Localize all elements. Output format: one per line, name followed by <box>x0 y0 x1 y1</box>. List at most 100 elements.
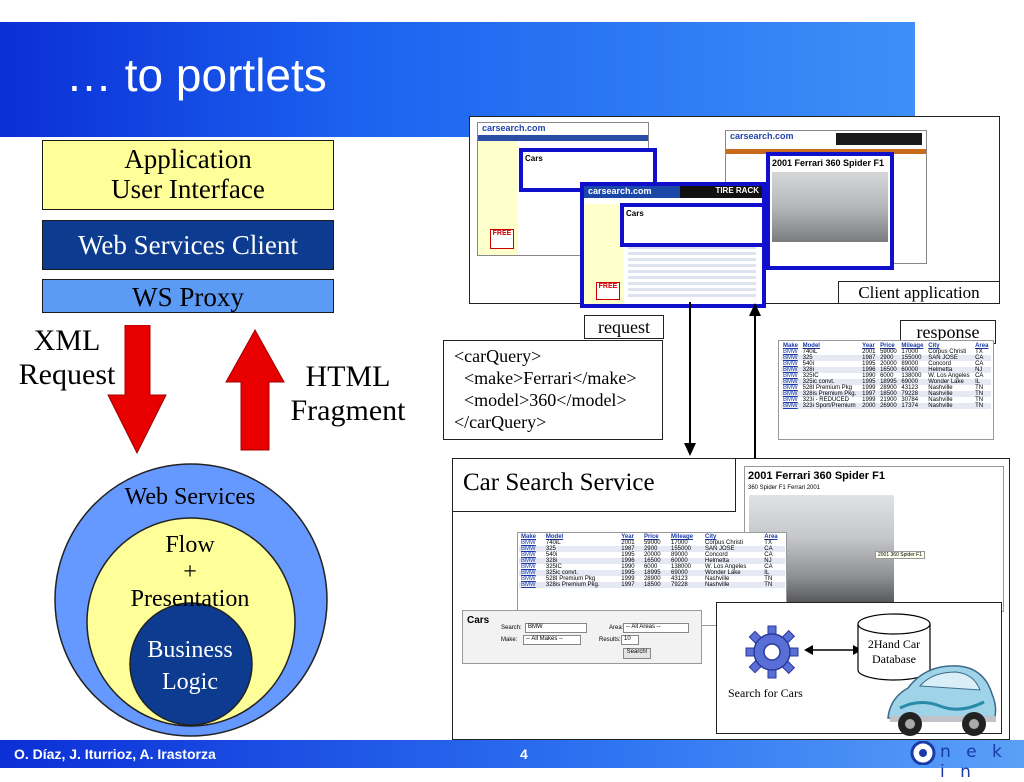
col-area[interactable]: Area <box>764 534 778 540</box>
cell-make[interactable]: BMW <box>783 385 798 391</box>
cell-year: 1990 <box>621 564 635 570</box>
col-mileage[interactable]: Mileage <box>670 534 693 540</box>
cell-make[interactable]: BMW <box>781 367 801 373</box>
col-make[interactable]: Make <box>521 534 537 540</box>
cell-city: Helmetta <box>926 367 974 373</box>
search-label: Search: <box>501 625 522 631</box>
xml-line-4: </carQuery> <box>454 412 547 432</box>
col-city[interactable]: City <box>928 343 940 349</box>
cell-model: 740iL <box>802 349 818 355</box>
cell-model: 328is Premium Pkg. <box>800 391 861 397</box>
col-model[interactable]: Model <box>545 534 564 540</box>
cell-price: 28900 <box>643 576 661 582</box>
cell-area: CA <box>973 355 991 361</box>
ferrari-card: 2001 Ferrari 360 Spider F1 360 Spider F1… <box>744 466 1004 612</box>
cell-area: TN <box>973 391 991 397</box>
cell-make[interactable]: BMW <box>521 552 536 558</box>
service-title-box: Car Search Service <box>452 458 736 512</box>
xml-line-1: <carQuery> <box>454 346 542 366</box>
make-label: Make: <box>501 637 518 643</box>
cell-make[interactable]: BMW <box>781 379 801 385</box>
response-arrow-head <box>749 303 761 316</box>
cell-city: W. Los Angeles <box>704 564 747 570</box>
cars-heading: Cars <box>525 154 543 163</box>
cell-model: 528I Premium Pkg <box>802 385 852 391</box>
make-select[interactable]: -- All Makes -- <box>523 635 581 645</box>
area-label: Area: <box>609 625 624 631</box>
cell-mileage: 69000 <box>899 379 927 385</box>
cell-year: 1999 <box>862 385 876 391</box>
request-word: Request <box>18 358 116 391</box>
cell-make[interactable]: BMW <box>519 570 544 576</box>
col-city[interactable]: City <box>704 534 717 540</box>
cell-city: Concord <box>704 552 728 558</box>
logic-word: Logic <box>162 669 218 695</box>
cell-model: 740iL <box>545 540 561 546</box>
free-badge: FREE <box>490 229 514 249</box>
col-area[interactable]: Area <box>975 343 989 349</box>
cell-area: CA <box>762 546 785 552</box>
col-price[interactable]: Price <box>643 534 659 540</box>
search-input[interactable]: BMW <box>525 623 587 633</box>
cell-year: 2001 <box>862 349 876 355</box>
cell-make[interactable]: BMW <box>521 564 536 570</box>
xml-request-label: XML Request <box>8 324 126 392</box>
car-illustration <box>887 665 997 736</box>
cell-year: 1999 <box>621 576 635 582</box>
cell-mileage: 17000 <box>670 540 688 546</box>
cell-year: 1999 <box>862 397 876 403</box>
cell-area: TN <box>975 385 984 391</box>
cell-make[interactable]: BMW <box>521 576 536 582</box>
cell-make[interactable]: BMW <box>781 403 801 409</box>
cell-make[interactable]: BMW <box>519 582 544 588</box>
cell-make[interactable]: BMW <box>783 361 798 367</box>
cell-area: CA <box>764 552 773 558</box>
cell-make[interactable]: BMW <box>783 373 798 379</box>
cell-mileage: 69000 <box>668 570 703 576</box>
col-make[interactable]: Make <box>783 343 799 349</box>
cell-make[interactable]: BMW <box>519 558 544 564</box>
col-mileage[interactable]: Mileage <box>901 343 924 349</box>
area-select[interactable]: -- All Areas -- <box>623 623 689 633</box>
cell-make[interactable]: BMW <box>781 355 801 361</box>
search-for-cars-label: Search for Cars <box>728 686 803 700</box>
plus-sign: + <box>183 559 197 585</box>
search-form-heading: Cars <box>467 615 490 626</box>
ferrari-card-title: 2001 Ferrari 360 Spider F1 <box>748 470 885 482</box>
results-select[interactable]: 10 <box>621 635 639 645</box>
xml-label: XML <box>33 324 101 357</box>
cell-make[interactable]: BMW <box>521 540 536 546</box>
cell-year: 1996 <box>619 558 642 564</box>
service-results-table: Make Model Year Price Mileage City Area … <box>519 534 785 588</box>
onekin-logo-text: n e k i n <box>940 742 1007 782</box>
cell-make[interactable]: BMW <box>781 391 801 397</box>
ferrari-frame: 2001 Ferrari 360 Spider F1 <box>766 152 894 270</box>
col-year[interactable]: Year <box>862 343 875 349</box>
col-price[interactable]: Price <box>880 343 895 349</box>
cell-mileage: 155000 <box>668 546 703 552</box>
cell-mileage: 43123 <box>901 385 919 391</box>
onekin-logo-mark <box>910 741 936 765</box>
col-model[interactable]: Model <box>802 343 820 349</box>
cell-make[interactable]: BMW <box>783 397 798 403</box>
cell-city: Wonder Lake <box>702 570 763 576</box>
cell-city: SAN JOSE <box>926 355 974 361</box>
cell-price: 59000 <box>643 540 661 546</box>
cell-make[interactable]: BMW <box>519 546 544 552</box>
cell-area: TX <box>764 540 772 546</box>
results-label: Results: <box>599 637 621 643</box>
cell-area: CA <box>975 373 984 379</box>
search-button[interactable]: Search! <box>623 648 651 659</box>
cell-price: 28900 <box>880 385 897 391</box>
cell-make[interactable]: BMW <box>783 349 798 355</box>
app-ui-line2: User Interface <box>111 174 265 204</box>
cell-year: 1990 <box>862 373 876 379</box>
col-year[interactable]: Year <box>621 534 634 540</box>
cell-mileage: 155000 <box>899 355 927 361</box>
